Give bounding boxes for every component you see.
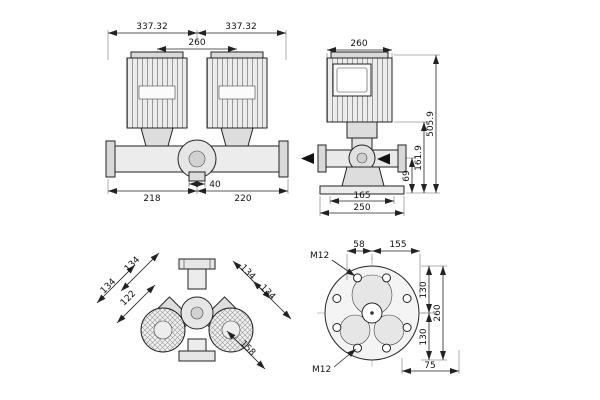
front-dimension-lines (108, 30, 288, 194)
dim-front-length-left: 218 (143, 194, 160, 204)
dim-flange-edge-offset: 155 (389, 240, 406, 250)
dim-side-pump-height: 161.9 (414, 145, 424, 171)
flow-arrow-right-icon (377, 153, 390, 165)
dim-top-d2: 134 (99, 277, 118, 296)
dim-side-total-height: 505.9 (426, 111, 436, 137)
flow-arrow-left-icon (301, 153, 314, 164)
dim-top-d5: 134 (258, 283, 277, 302)
flange-dimension-lines (331, 248, 459, 374)
side-dimension-lines (320, 47, 439, 216)
dim-front-length-right: 220 (234, 194, 251, 204)
flange-view: M12 58 155 130 260 130 M12 75 (310, 240, 460, 375)
flange-body (324, 265, 420, 361)
dim-flange-thread-bottom: M12 (312, 365, 331, 375)
dim-side-base-width: 250 (353, 203, 370, 213)
dim-top-d4: 134 (238, 263, 257, 282)
dim-front-width-right: 337.32 (225, 22, 257, 32)
dim-top-d1: 134 (123, 255, 142, 274)
side-motor (326, 51, 393, 123)
dim-front-drain: 40 (209, 180, 221, 190)
dim-side-axis-height: 69 (402, 170, 412, 182)
dim-side-flange-span: 165 (353, 191, 370, 201)
dim-front-width-left: 337.32 (136, 22, 168, 32)
dim-flange-full-span: 260 (433, 304, 443, 321)
dim-top-d3: 122 (119, 289, 138, 308)
front-motor-right (206, 51, 268, 129)
top-pump-body (140, 258, 254, 362)
dim-flange-top-half: 130 (419, 281, 429, 298)
side-pump-body (317, 121, 407, 195)
front-motor-left (126, 51, 188, 129)
dim-top-d6: 158 (238, 339, 257, 358)
bolt-holes (332, 273, 412, 353)
top-view: 134 134 122 134 134 158 (96, 252, 292, 370)
front-pump-housing (105, 127, 289, 182)
dim-side-top-width: 260 (350, 39, 367, 49)
dim-flange-thread-top: M12 (310, 251, 329, 261)
dim-front-port-span: 260 (188, 38, 205, 48)
dim-flange-foot-offset: 75 (424, 361, 435, 371)
dim-flange-hole-offset: 58 (353, 240, 365, 250)
top-dimension-lines (96, 252, 292, 370)
front-view: 337.32 337.32 260 40 218 220 (105, 22, 289, 204)
dim-flange-bottom-half: 130 (419, 328, 429, 345)
side-view: 260 505.9 161.9 69 165 250 (301, 39, 440, 216)
